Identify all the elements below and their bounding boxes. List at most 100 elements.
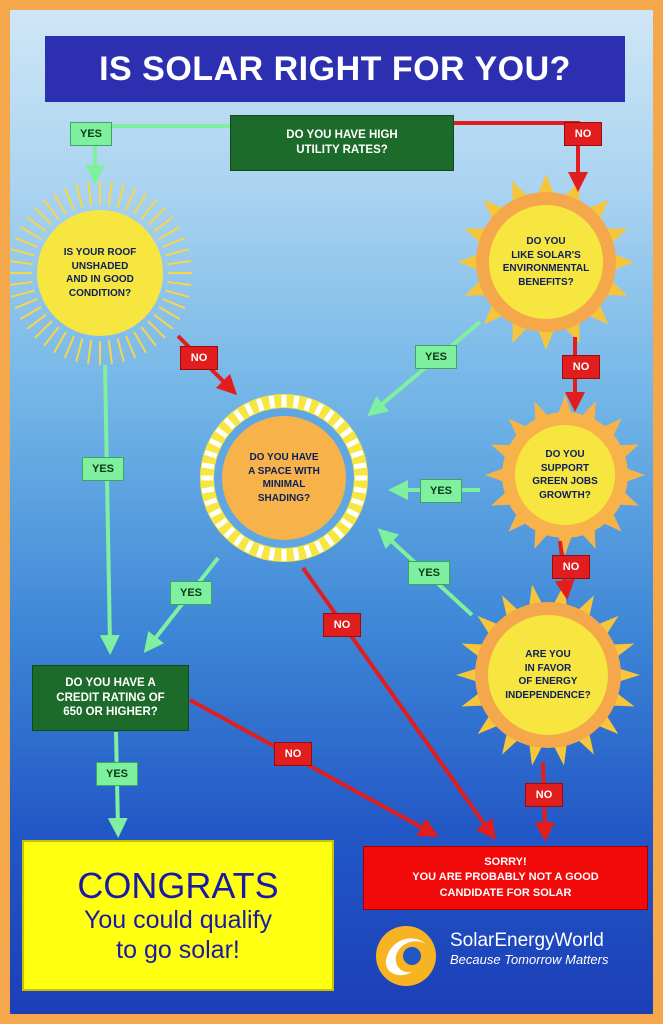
- sun-ray: [255, 398, 265, 412]
- sun-ray: [303, 398, 313, 412]
- sun-ray: [167, 280, 192, 286]
- yes-label-env: YES: [415, 345, 457, 369]
- brand-name: SolarEnergyWorld: [450, 930, 604, 951]
- sun-ray: [19, 306, 42, 320]
- question-roof: IS YOUR ROOF UNSHADED AND IN GOOD CONDIT…: [63, 247, 137, 299]
- sun-ray: [14, 236, 38, 248]
- sun-ray: [323, 533, 335, 547]
- outcome-sorry: SORRY! YOU ARE PROBABLY NOT A GOOD CANDI…: [363, 846, 648, 910]
- sun-ray: [125, 335, 137, 359]
- sun-ray: [63, 335, 75, 359]
- yes-label-space: YES: [170, 581, 212, 605]
- question-utility-rates: DO YOU HAVE HIGH UTILITY RATES?: [230, 115, 454, 171]
- sun-ray: [75, 183, 84, 208]
- sun-ray: [167, 260, 192, 266]
- sun-ray: [244, 402, 254, 416]
- question-energy-independence: ARE YOU IN FAVOR OF ENERGY INDEPENDENCE?: [505, 649, 591, 701]
- yes-label-roof: YES: [82, 457, 124, 481]
- no-label-jobs: NO: [552, 555, 590, 579]
- sun-ray: [346, 438, 360, 448]
- sun-ray: [158, 226, 181, 240]
- sun-ray: [107, 340, 113, 365]
- sun-ray: [26, 313, 47, 330]
- sun-ray: [201, 486, 215, 494]
- sun-ray: [339, 427, 353, 439]
- sun-space-stripes: [201, 395, 367, 561]
- sun-ray: [43, 326, 60, 347]
- sun-ray: [162, 298, 186, 310]
- sun-roof-rays: [10, 181, 192, 365]
- sun-ray: [43, 199, 60, 220]
- sun-ray: [140, 199, 157, 220]
- arrow-roof-yes: [99, 364, 120, 655]
- sun-energy-core: [488, 615, 608, 735]
- sun-ray: [350, 497, 364, 507]
- sun-ray: [19, 226, 42, 240]
- sun-ray: [133, 331, 147, 354]
- arrow-credit-no: [189, 698, 439, 837]
- sun-ray: [116, 183, 125, 208]
- no-label-credit: NO: [274, 742, 312, 766]
- sun-env-core: [489, 205, 603, 319]
- sun-ray: [350, 449, 364, 459]
- sun-ray: [201, 462, 215, 470]
- sun-ray: [153, 313, 174, 330]
- sun-ray: [26, 216, 47, 233]
- sun-ray: [353, 486, 367, 494]
- sun-ray: [133, 192, 147, 215]
- sun-ray: [165, 289, 190, 298]
- sun-space-core: [222, 416, 346, 540]
- arrow-utility-yes: [85, 124, 230, 185]
- sun-ray: [162, 236, 186, 248]
- sun-ray: [10, 289, 35, 298]
- sun-ray: [153, 216, 174, 233]
- page-title: IS SOLAR RIGHT FOR YOU?: [45, 36, 625, 102]
- sun-ray: [116, 338, 125, 363]
- sun-ray: [140, 326, 157, 347]
- question-green-jobs: DO YOU SUPPORT GREEN JOBS GROWTH?: [532, 449, 598, 501]
- sun-jobs-core: [515, 425, 615, 525]
- congrats-title: CONGRATS: [77, 864, 279, 906]
- question-credit-rating: DO YOU HAVE A CREDIT RATING OF 650 OR HI…: [32, 665, 189, 731]
- sun-ray: [204, 497, 218, 507]
- yes-label-jobs: YES: [420, 479, 462, 503]
- sun-ray: [75, 338, 84, 363]
- sun-ray: [158, 306, 181, 320]
- no-label-space: NO: [323, 613, 361, 637]
- arrow-space-no: [301, 566, 496, 841]
- sun-ray: [223, 417, 236, 430]
- sun-ray: [339, 517, 353, 529]
- sun-ray: [208, 438, 222, 448]
- sun-ray: [53, 192, 67, 215]
- sun-ray: [53, 331, 67, 354]
- sun-ray: [314, 402, 324, 416]
- yes-label-energy: YES: [408, 561, 450, 585]
- sun-ray: [323, 409, 335, 423]
- sun-ray: [314, 540, 324, 554]
- yes-label-credit: YES: [96, 762, 138, 786]
- sun-ray: [10, 248, 35, 257]
- brand: SolarEnergyWorld Because Tomorrow Matter…: [450, 930, 608, 967]
- brand-logo-icon: [376, 926, 436, 986]
- sun-ray: [147, 207, 166, 226]
- sun-ray: [208, 508, 222, 518]
- sun-ray: [34, 207, 53, 226]
- sun-ray: [233, 533, 245, 547]
- arrow-utility-no: [453, 121, 588, 192]
- sun-roof-core: [37, 210, 163, 336]
- sun-ray: [107, 181, 113, 206]
- question-space-shading: DO YOU HAVE A SPACE WITH MINIMAL SHADING…: [248, 452, 320, 504]
- sun-ray: [34, 320, 53, 339]
- sun-ray: [215, 427, 229, 439]
- sun-ray: [87, 340, 93, 365]
- sun-ray: [292, 547, 300, 561]
- sun-ray: [87, 181, 93, 206]
- sun-ray: [292, 395, 300, 409]
- sun-ray: [147, 320, 166, 339]
- sun-ray: [215, 517, 229, 529]
- sun-ray: [204, 449, 218, 459]
- no-label-utility: NO: [564, 122, 602, 146]
- sun-ray: [125, 187, 137, 211]
- sun-ray: [14, 298, 38, 310]
